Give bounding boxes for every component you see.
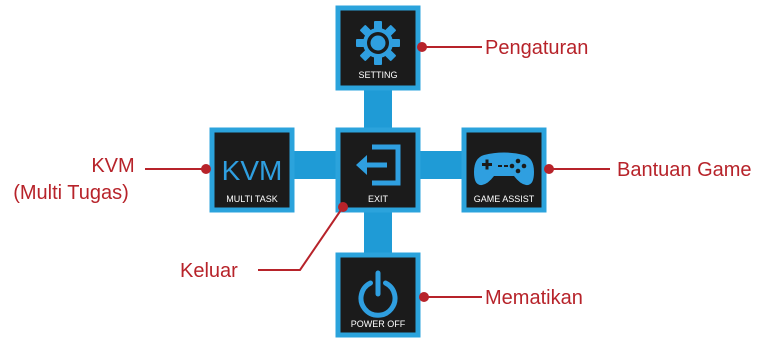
game-assist-label: GAME ASSIST <box>474 194 535 204</box>
exit-icon <box>356 144 401 186</box>
callout-power-off <box>419 292 482 302</box>
callout-label-kvm-line1: KVM <box>91 155 134 177</box>
power-icon <box>358 270 398 318</box>
setting-label: SETTING <box>358 70 397 80</box>
setting-tile[interactable]: SETTING <box>335 5 421 91</box>
gear-icon <box>356 21 400 65</box>
game-assist-tile[interactable]: GAME ASSIST <box>461 127 547 213</box>
callout-game-assist <box>544 164 610 174</box>
gamepad-icon <box>474 152 534 186</box>
callout-label-power-off: Mematikan <box>485 287 583 309</box>
callout-exit <box>258 202 348 271</box>
multitask-tile[interactable]: KVM MULTI TASK <box>209 127 295 213</box>
callout-label-game-assist: Bantuan Game <box>617 159 752 181</box>
callout-setting <box>417 42 482 52</box>
callout-label-setting: Pengaturan <box>485 37 588 59</box>
power-off-tile[interactable]: POWER OFF <box>335 252 421 338</box>
exit-label: EXIT <box>368 194 389 204</box>
power-off-label: POWER OFF <box>351 319 406 329</box>
callout-label-exit: Keluar <box>180 260 238 282</box>
callout-label-kvm-line2: (Multi Tugas) <box>13 182 129 204</box>
multitask-label: MULTI TASK <box>226 194 278 204</box>
callout-kvm <box>145 164 211 174</box>
kvm-icon-text: KVM <box>222 155 283 186</box>
exit-tile[interactable]: EXIT <box>335 127 421 213</box>
